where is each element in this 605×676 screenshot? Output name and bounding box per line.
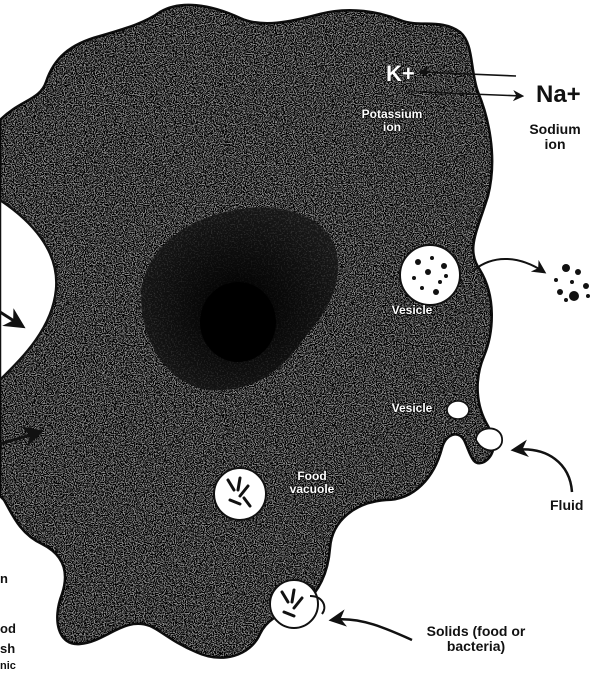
- food-vacuole-label: Food vacuole: [276, 470, 348, 495]
- vesicle-small: [447, 401, 469, 419]
- nucleolus: [200, 282, 276, 362]
- solids-label: Solids (food or bacteria): [410, 624, 542, 653]
- potassium-symbol: K+: [386, 62, 415, 85]
- exocytosis-arrow: [474, 259, 544, 272]
- cut-label-2: od: [0, 622, 16, 636]
- fluid-arrow: [514, 449, 572, 492]
- cut-label-3: sh: [0, 642, 15, 656]
- cut-label-4: nic: [0, 661, 16, 673]
- vesicle-label: Vesicle: [380, 402, 444, 415]
- sodium-symbol: Na+: [536, 82, 581, 107]
- fluid-label: Fluid: [550, 498, 583, 513]
- sodium-ion-label: Sodium ion: [520, 122, 590, 151]
- potassium-ion-label: Potassium ion: [352, 108, 432, 133]
- solids-arrow: [332, 619, 412, 640]
- vesicle-exocytosis: [400, 245, 460, 305]
- vesicle-upper-label: Vesicle: [380, 304, 444, 317]
- released-particles: [554, 264, 590, 302]
- cut-label-1: n: [0, 572, 8, 586]
- food-vacuole: [214, 468, 266, 520]
